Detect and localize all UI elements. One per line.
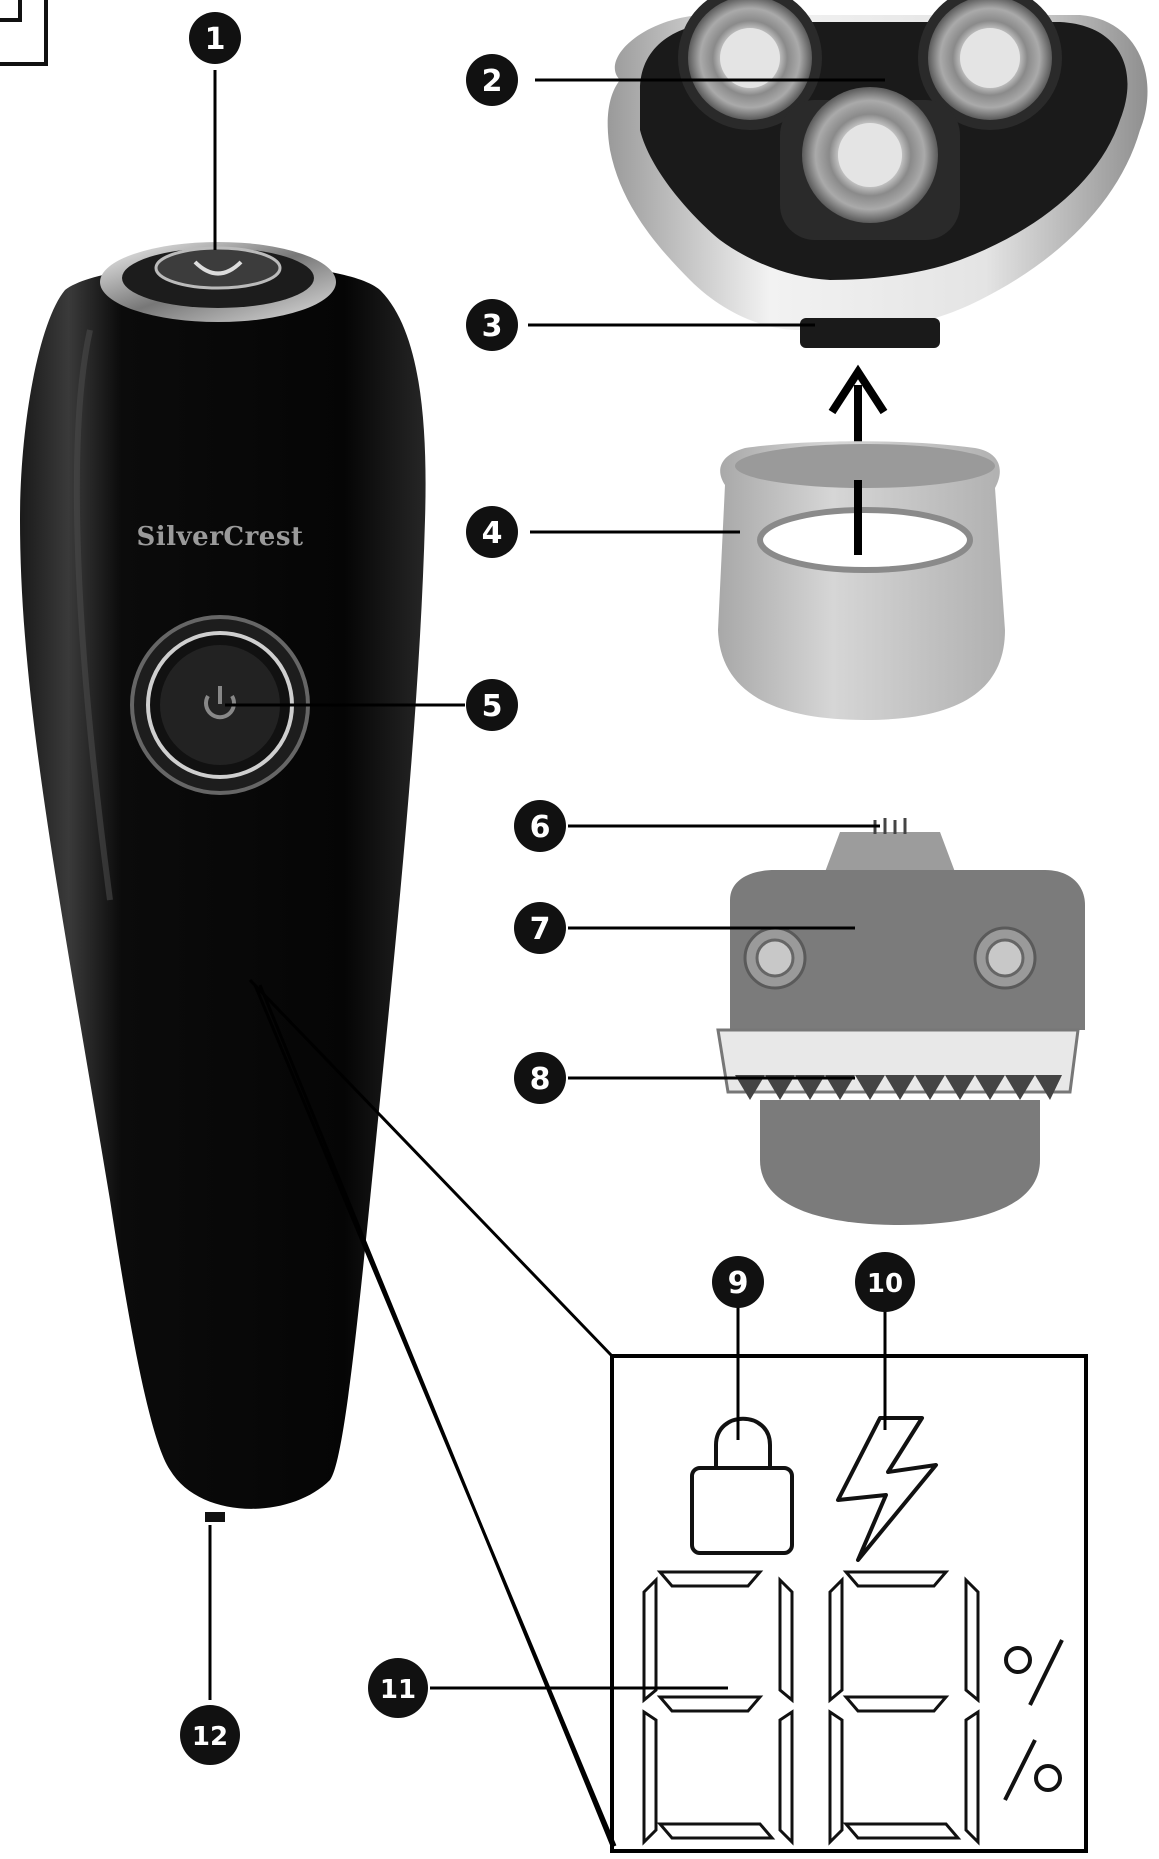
shaving-foil-left bbox=[678, 0, 822, 130]
svg-text:12: 12 bbox=[192, 1722, 228, 1752]
head-release-slot bbox=[800, 318, 940, 348]
svg-text:4: 4 bbox=[482, 516, 503, 551]
callout-11: 11 bbox=[368, 1658, 428, 1718]
svg-text:6: 6 bbox=[530, 810, 551, 845]
callout-1: 1 bbox=[189, 12, 241, 64]
callout-3: 3 bbox=[466, 299, 518, 351]
seven-segment-digit-1 bbox=[642, 1570, 794, 1846]
callout-8: 8 bbox=[514, 1052, 566, 1104]
shaving-head bbox=[607, 0, 1148, 348]
svg-text:2: 2 bbox=[482, 64, 503, 99]
percent-icon bbox=[1003, 1639, 1064, 1801]
blade-teeth bbox=[735, 1075, 1062, 1100]
lcd-display bbox=[610, 1354, 1088, 1853]
svg-text:5: 5 bbox=[482, 689, 503, 724]
callout-9: 9 bbox=[712, 1256, 764, 1308]
svg-text:7: 7 bbox=[530, 912, 551, 947]
callout-2: 2 bbox=[466, 54, 518, 106]
callout-10: 10 bbox=[855, 1252, 915, 1312]
charging-socket bbox=[205, 1512, 225, 1522]
seven-segment-digit-2 bbox=[828, 1570, 980, 1846]
screw-left bbox=[743, 926, 807, 990]
lightning-icon bbox=[836, 1416, 938, 1562]
shaving-foil-right bbox=[918, 0, 1062, 130]
svg-text:11: 11 bbox=[380, 1675, 416, 1705]
shaver-handle: SilverCrest bbox=[20, 242, 426, 1522]
brand-logo: SilverCrest bbox=[137, 522, 304, 552]
power-button[interactable] bbox=[130, 615, 310, 795]
callout-12: 12 bbox=[180, 1705, 240, 1765]
svg-text:9: 9 bbox=[728, 1266, 749, 1301]
lock-icon bbox=[690, 1416, 794, 1555]
head-release-icon bbox=[193, 260, 243, 276]
svg-text:1: 1 bbox=[205, 22, 226, 57]
callout-4: 4 bbox=[466, 506, 518, 558]
callout-6: 6 bbox=[514, 800, 566, 852]
protective-cap bbox=[718, 441, 1005, 720]
svg-text:3: 3 bbox=[482, 309, 503, 344]
svg-text:8: 8 bbox=[530, 1062, 551, 1097]
screw-right bbox=[973, 926, 1037, 990]
callout-7: 7 bbox=[514, 902, 566, 954]
leader-lines bbox=[208, 70, 887, 1847]
svg-text:10: 10 bbox=[867, 1269, 903, 1299]
callout-5: 5 bbox=[466, 679, 518, 731]
power-icon bbox=[204, 686, 236, 720]
corner-frame-fragment bbox=[0, 0, 48, 66]
shaving-foil-front bbox=[780, 87, 960, 240]
trimmer-attachment bbox=[716, 818, 1085, 1225]
